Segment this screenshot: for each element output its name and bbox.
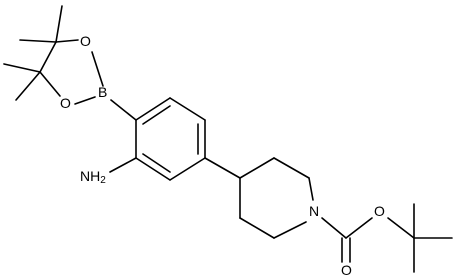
atom-o-ester: O xyxy=(374,203,385,219)
atom-n-piperidine: N xyxy=(309,203,319,219)
bond-ar-2 xyxy=(169,97,206,121)
bond-methyl-2 xyxy=(19,39,57,43)
bond-ar-double-1 xyxy=(142,105,171,125)
atom-o-pinacol-top: O xyxy=(80,33,91,49)
atom-nh2-count: 2 xyxy=(100,175,106,186)
boc-group xyxy=(321,203,453,273)
bond-c-c-pinacol xyxy=(39,41,57,73)
bond-aryl-nh2 xyxy=(109,157,137,173)
bond-methyl-3 xyxy=(3,63,41,73)
benzene-ring xyxy=(135,97,206,181)
atom-o-carbonyl: O xyxy=(341,262,352,278)
bond-ar-4 xyxy=(169,157,206,181)
bond-carbonyl-o-single xyxy=(345,217,373,239)
bond-methyl-4 xyxy=(15,71,41,101)
bond-n-carbonyl xyxy=(321,217,347,239)
bond-methyl-1 xyxy=(55,5,63,43)
bond-b-aryl xyxy=(110,99,137,121)
bond-aryl-piperidine xyxy=(204,157,241,179)
piperidine-ring xyxy=(239,157,314,239)
bond-ar-5 xyxy=(135,157,171,181)
bond-pip-2 xyxy=(273,157,310,179)
atom-b: B xyxy=(98,84,107,100)
bond-ar-1 xyxy=(135,97,171,121)
atom-nh2-h: H xyxy=(90,168,100,184)
bond-ar-double-3 xyxy=(142,153,171,173)
bond-pip-5 xyxy=(239,217,275,239)
atom-o-pinacol-bottom: O xyxy=(60,95,71,111)
bond-o-tbu xyxy=(387,217,415,239)
bond-b-o-top xyxy=(91,51,104,87)
atom-nh2: NH2 xyxy=(80,168,106,186)
atom-nh2-n: N xyxy=(80,168,90,184)
bond-pip-1 xyxy=(239,157,275,179)
bond-c-o-bottom xyxy=(39,71,61,97)
bond-o-top-c xyxy=(55,39,79,43)
bond-o-bottom-b xyxy=(74,96,96,105)
bond-pip-3 xyxy=(308,177,314,201)
pinacol-boronate-ring xyxy=(3,5,104,105)
bond-pip-4 xyxy=(273,221,307,239)
